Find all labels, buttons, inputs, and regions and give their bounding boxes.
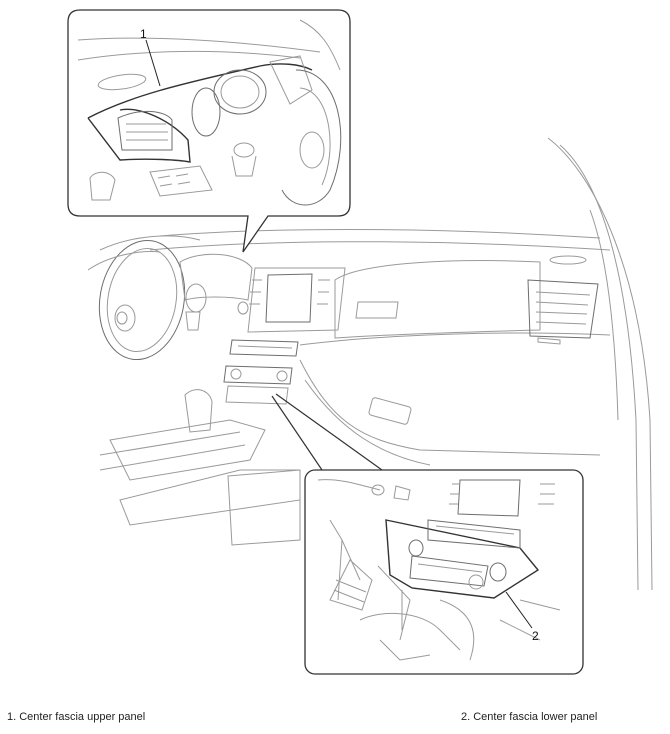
caption-item-1: 1. Center fascia upper panel (7, 711, 146, 723)
upper-detail-callout: 1 (67, 9, 351, 253)
dashboard-illustration: 1 2 (67, 9, 653, 675)
callout-number-2: 2 (532, 629, 539, 643)
callout-number-1: 1 (140, 27, 147, 41)
caption-item-2: 2. Center fascia lower panel (461, 711, 598, 723)
main-dashboard-view (87, 137, 653, 591)
lower-detail-callout: 2 (304, 469, 584, 675)
